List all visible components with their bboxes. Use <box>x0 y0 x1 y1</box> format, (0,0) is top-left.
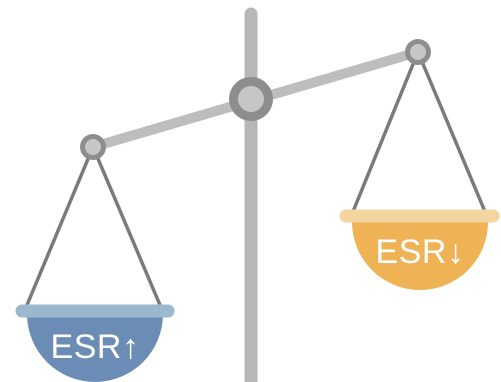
left-pan: ESR↑ <box>15 304 175 382</box>
right-pan-strings <box>350 50 488 216</box>
left-pan-bowl <box>27 314 163 382</box>
left-pan-strings <box>25 145 162 307</box>
right-pan: ESR↓ <box>339 209 500 290</box>
center-pivot <box>229 77 273 121</box>
right-beam-pivot <box>405 39 431 65</box>
right-pan-bowl <box>352 222 488 290</box>
arrow-up-icon: ↑ <box>122 328 140 366</box>
arrow-down-icon: ↓ <box>447 233 465 271</box>
svg-text:ESR↑: ESR↑ <box>51 328 140 366</box>
svg-text:ESR↓: ESR↓ <box>376 233 465 271</box>
left-pan-label: ESR <box>51 328 122 366</box>
right-pan-label: ESR <box>376 233 447 271</box>
left-beam-pivot <box>80 134 106 160</box>
